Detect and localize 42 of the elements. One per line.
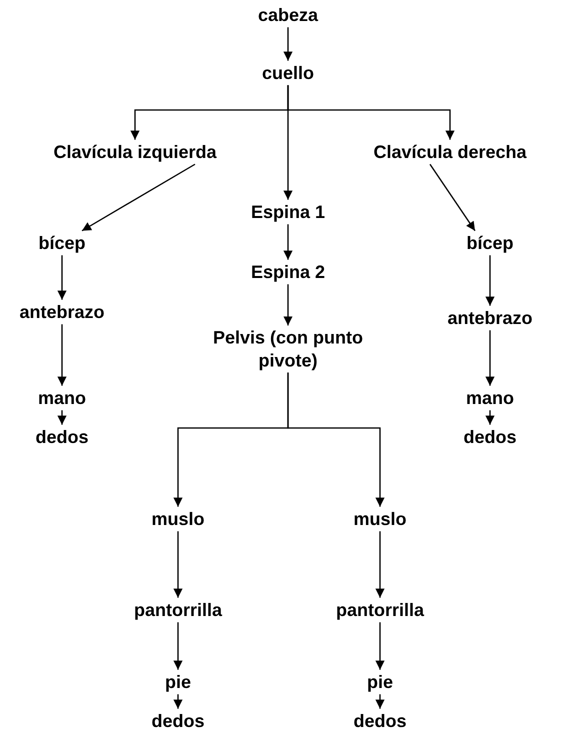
arrow [283, 284, 293, 326]
arrow [429, 164, 476, 232]
node-label: muslo [152, 508, 204, 530]
node-label: mano [38, 386, 86, 410]
node-label: Clavícula izquierda [53, 140, 217, 164]
arrow [173, 531, 183, 598]
node-label: dedos [152, 710, 204, 732]
node-label: dedos [36, 426, 88, 448]
node-label: cuello [262, 62, 314, 84]
arrow [485, 330, 495, 386]
arrow [375, 622, 385, 670]
node-label: pantorrilla [134, 598, 222, 622]
arrow [57, 255, 67, 300]
arrow [82, 164, 196, 232]
node-label: Espina 1 [250, 200, 326, 224]
node-label: pie [367, 670, 393, 694]
arrow [57, 324, 67, 386]
arrow [173, 694, 183, 709]
arrow [485, 410, 495, 425]
node-label: cabeza [258, 4, 318, 26]
arrow [287, 372, 385, 507]
node-label: bícep [38, 232, 86, 254]
arrow [57, 410, 67, 425]
node-label: mano [466, 386, 514, 410]
node-label: antebrazo [19, 300, 105, 324]
arrow [375, 694, 385, 709]
node-label: dedos [464, 426, 516, 448]
node-label: antebrazo [447, 306, 533, 330]
node-label: dedos [354, 710, 406, 732]
arrow [485, 255, 495, 306]
arrow [283, 224, 293, 260]
node-label: Clavícula derecha [373, 140, 527, 164]
node-label: Pelvis (con punto pivote) [188, 326, 388, 372]
node-label: pie [165, 670, 191, 694]
node-label: pantorrilla [336, 598, 424, 622]
arrow [173, 622, 183, 670]
arrow [283, 85, 293, 200]
arrow [283, 27, 293, 61]
arrow [375, 531, 385, 598]
node-label: Espina 2 [250, 260, 326, 284]
node-label: muslo [354, 508, 406, 530]
node-label: bícep [466, 232, 514, 254]
